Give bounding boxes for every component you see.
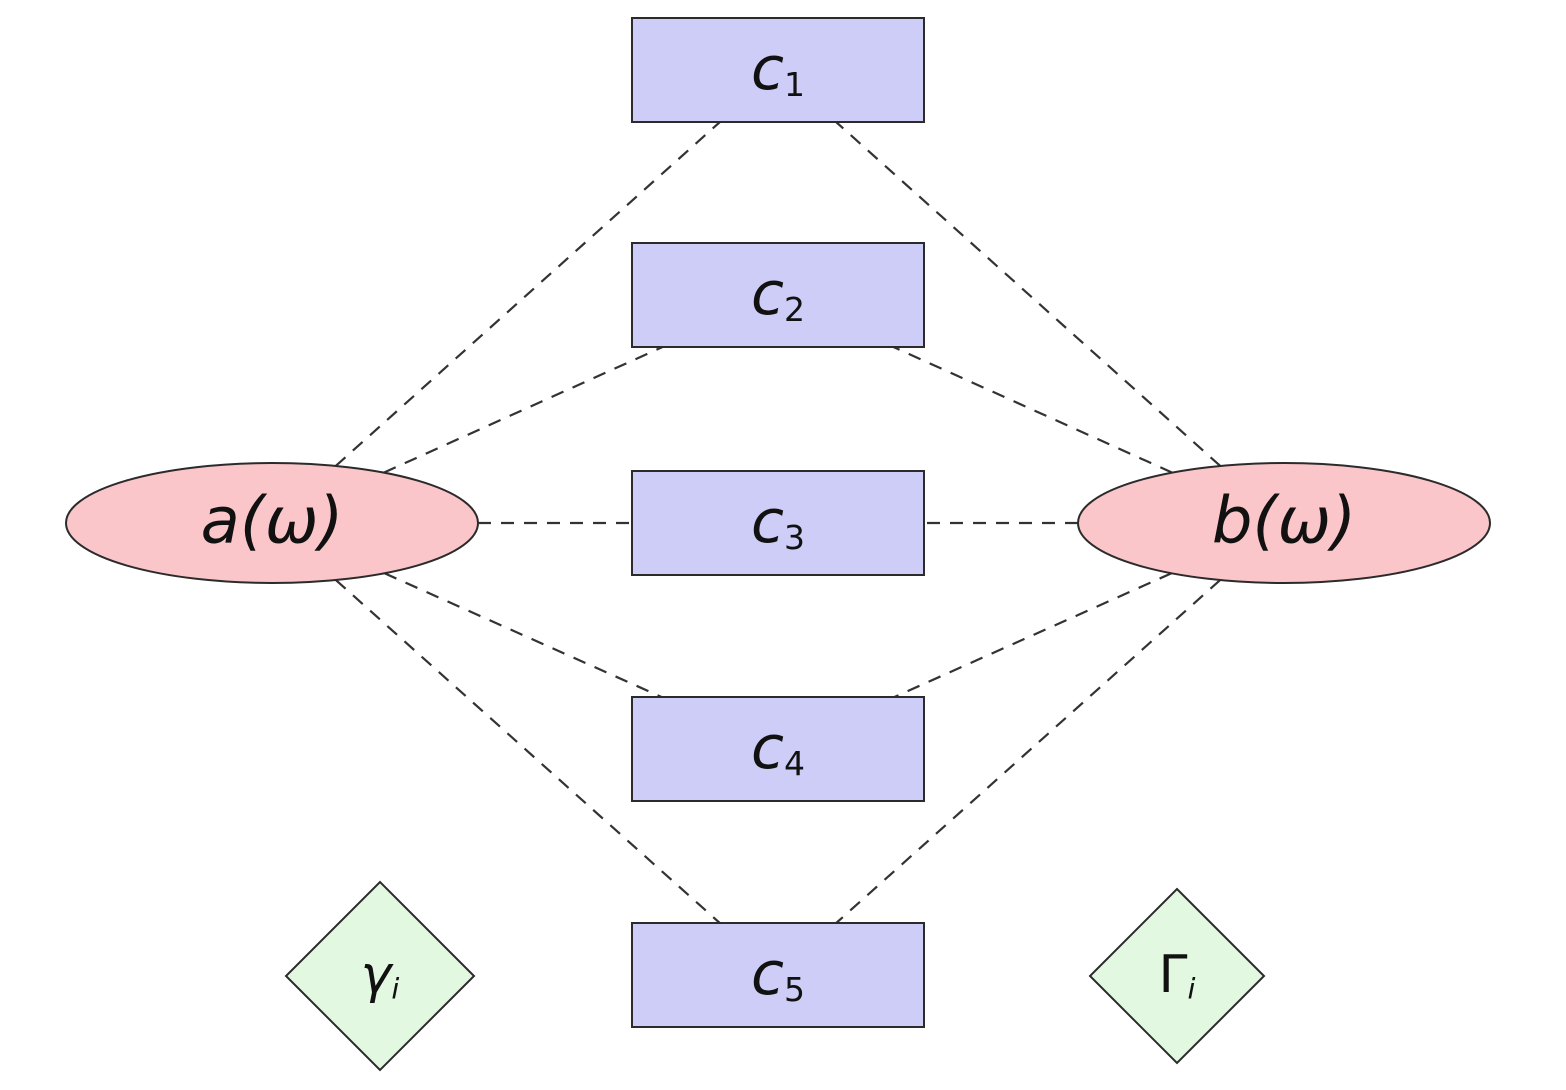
edge-b-c1: [835, 121, 1222, 467]
node-c4-shape: [631, 696, 925, 802]
node-c4-label: c4: [751, 718, 805, 780]
label-main: b(ω): [1211, 484, 1357, 559]
label-subscript: i: [391, 971, 400, 1006]
node-Gamma-i-shape: [1088, 887, 1266, 1065]
node-Gamma-i-label: Γi: [1159, 949, 1196, 1003]
node-c5-shape: [631, 922, 925, 1028]
label-subscript: 3: [784, 518, 805, 558]
label-subscript: i: [1187, 971, 1196, 1006]
node-a-omega-label: a(ω): [201, 490, 344, 557]
label-subscript: 5: [784, 970, 805, 1010]
shapes-group: [65, 17, 1491, 1072]
edges-group: [334, 121, 1222, 924]
node-c1-label: c1: [751, 39, 805, 101]
node-b-shape: [1077, 462, 1491, 584]
label-subscript: 4: [784, 744, 805, 784]
edge-a-c4: [384, 572, 663, 699]
label-main: c: [751, 712, 784, 783]
node-c3-label: c3: [751, 492, 805, 554]
edge-a-c2: [383, 345, 664, 474]
node-c2-label: c2: [751, 264, 805, 326]
edge-b-c4: [893, 572, 1172, 699]
edge-a-c1: [334, 121, 721, 467]
label-main: c: [751, 938, 784, 1009]
label-main: γ: [360, 945, 392, 1006]
node-c2-shape: [631, 242, 925, 348]
label-main: c: [751, 486, 784, 557]
edge-b-c2: [892, 345, 1173, 474]
label-main: c: [751, 258, 784, 329]
label-main: Γ: [1158, 945, 1188, 1006]
label-main: a(ω): [200, 484, 344, 559]
node-gamma-i-shape: [284, 880, 476, 1072]
node-a-shape: [65, 462, 479, 584]
label-subscript: 2: [784, 290, 805, 330]
node-c1-shape: [631, 17, 925, 123]
node-c3-shape: [631, 470, 925, 576]
label-subscript: 1: [784, 65, 805, 105]
edge-a-c5: [335, 579, 721, 924]
edge-b-c5: [835, 579, 1221, 924]
node-b-omega-label: b(ω): [1212, 490, 1356, 557]
node-c5-label: c5: [751, 944, 805, 1006]
node-gamma-i-label: γi: [361, 949, 400, 1003]
label-main: c: [751, 33, 784, 104]
